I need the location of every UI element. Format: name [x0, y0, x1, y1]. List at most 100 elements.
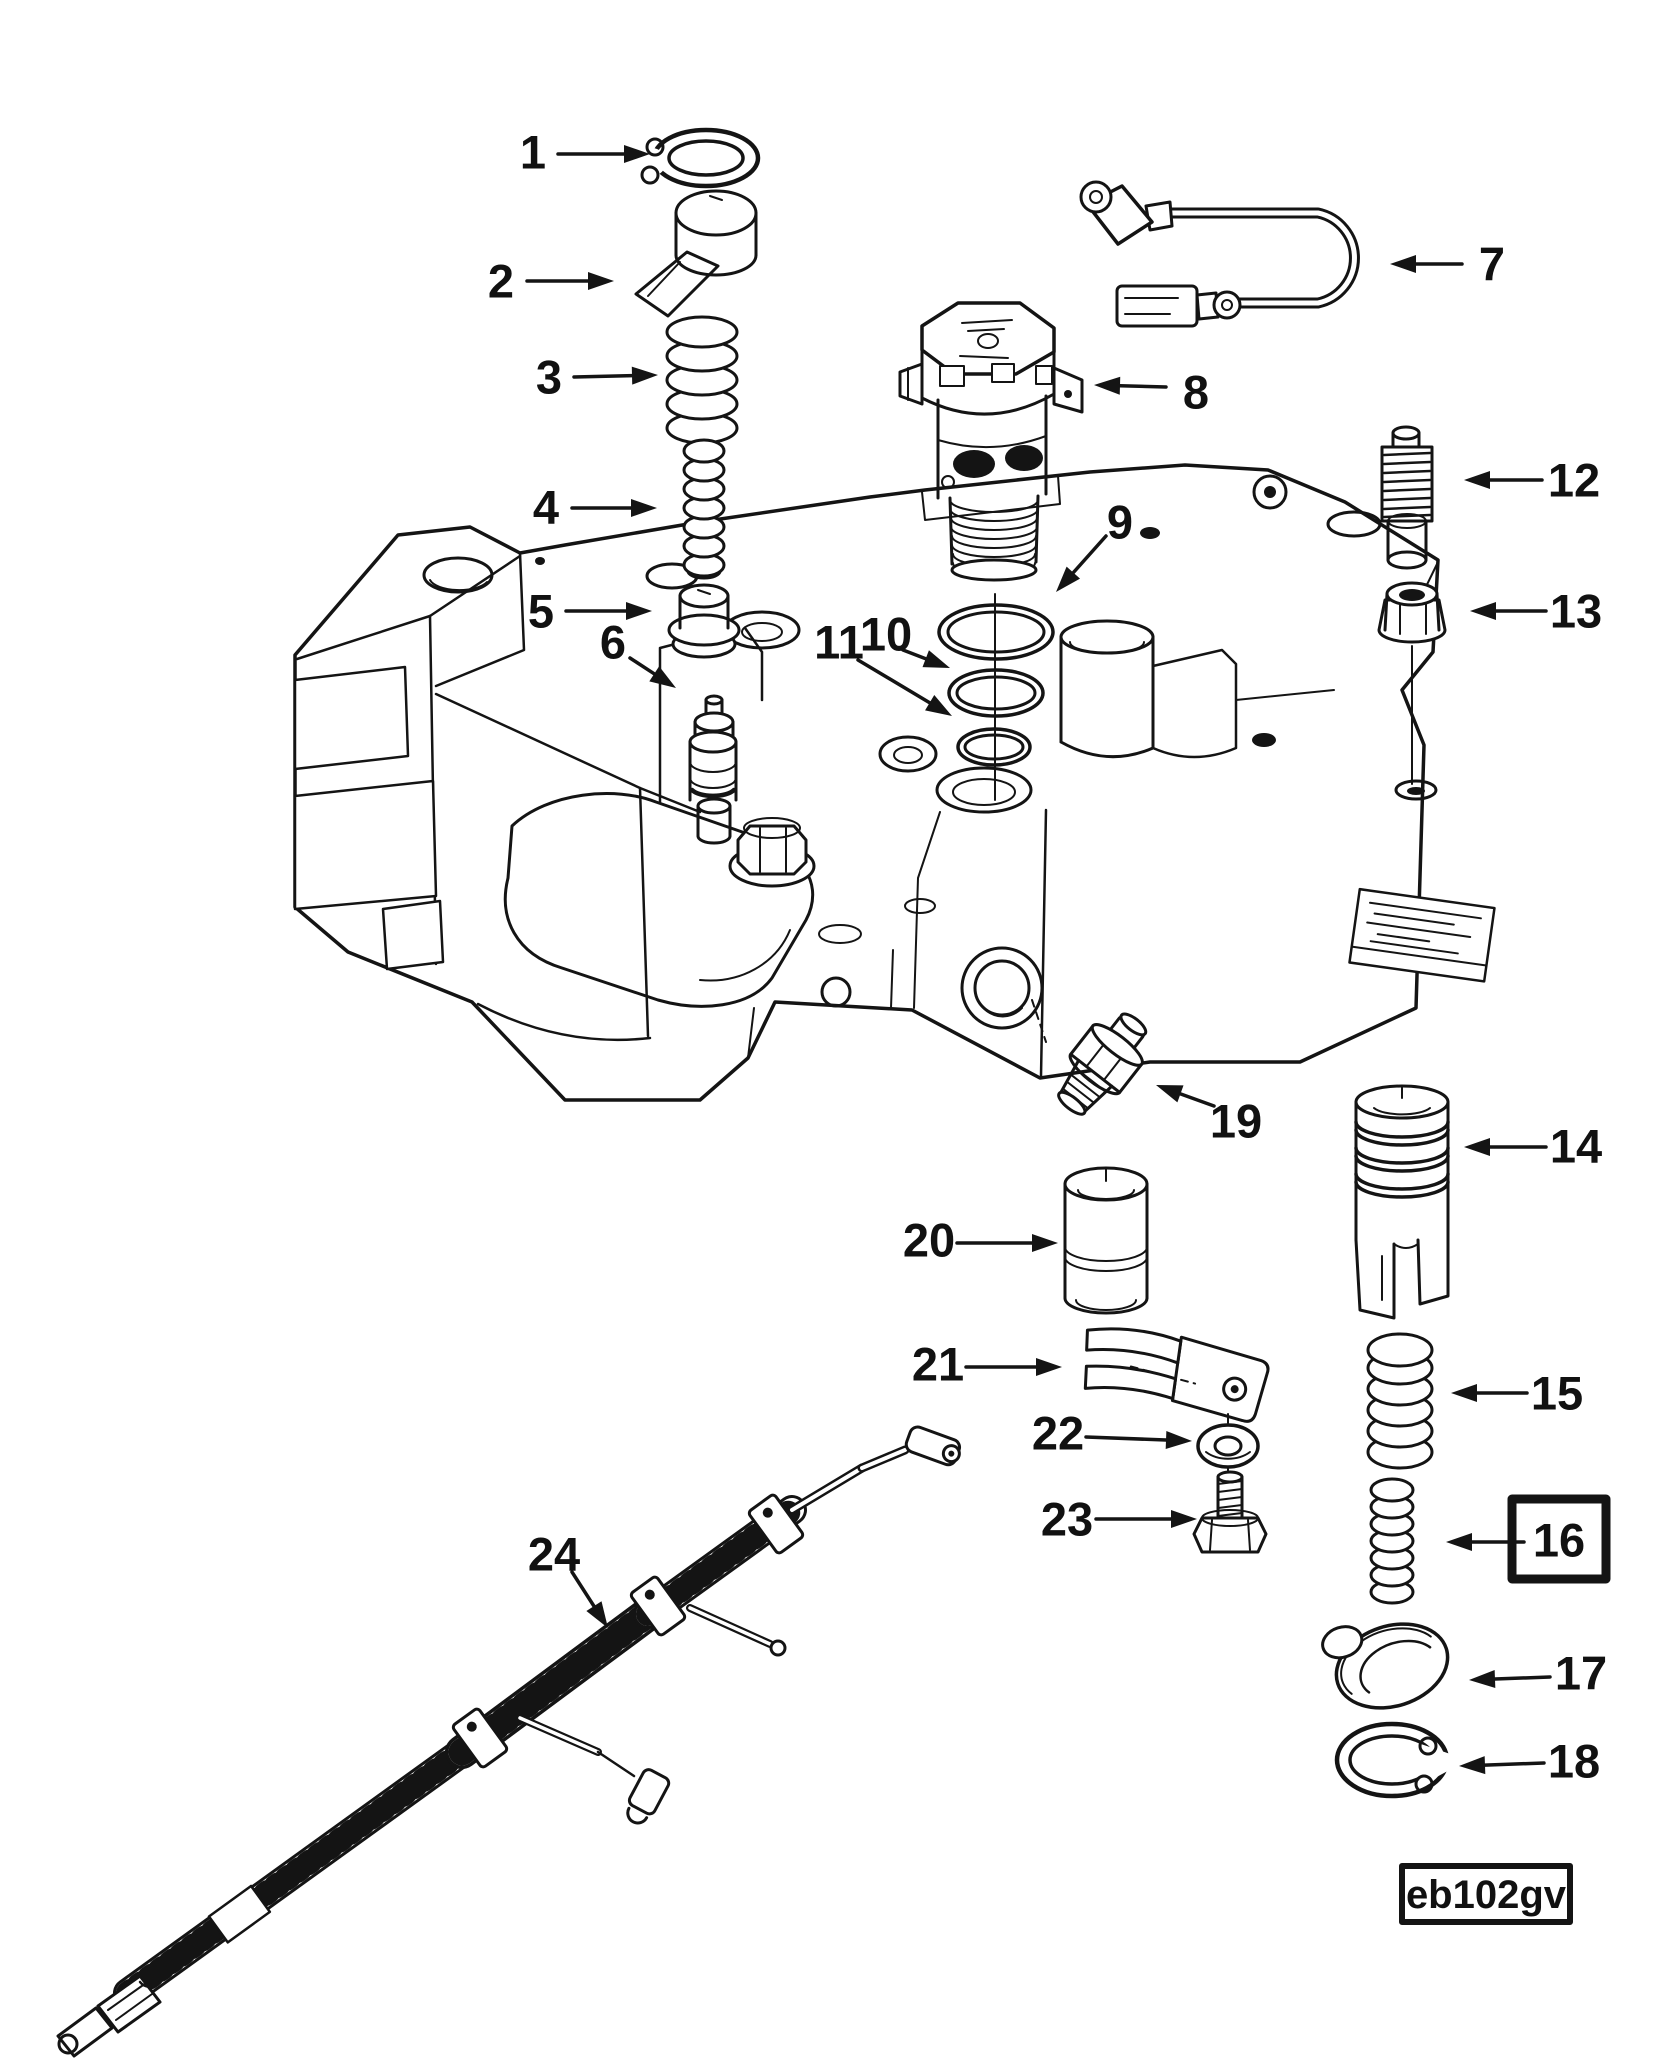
callout-20[interactable]: 20	[903, 1214, 1058, 1267]
callout-13-arrowhead	[1470, 602, 1496, 620]
callout-12-number[interactable]: 12	[1548, 454, 1600, 507]
callout-11-arrowhead	[925, 694, 952, 716]
housing-notch	[293, 665, 410, 771]
callout-12-arrowhead	[1464, 471, 1490, 489]
callout-7-number[interactable]: 7	[1479, 238, 1505, 291]
callout-6-leader	[628, 656, 656, 676]
callout-11-leader	[856, 658, 932, 705]
callout-23-number[interactable]: 23	[1041, 1493, 1093, 1546]
diagram-code: eb102gv	[1399, 1863, 1573, 1925]
callout-22[interactable]: 22	[1032, 1407, 1192, 1460]
callout-9-leader	[1071, 534, 1108, 575]
callout-21[interactable]: 21	[912, 1338, 1062, 1391]
callout-13[interactable]: 13	[1470, 585, 1602, 638]
callout-1-number[interactable]: 1	[520, 126, 546, 179]
part-12-threaded-plug	[1380, 425, 1434, 570]
callout-3-number[interactable]: 3	[536, 351, 562, 404]
harness-branch-elbow	[626, 1768, 671, 1825]
callout-16-arrowhead	[1446, 1533, 1472, 1551]
callout-17[interactable]: 17	[1469, 1647, 1607, 1700]
callout-17-number[interactable]: 17	[1555, 1647, 1607, 1700]
callout-12[interactable]: 12	[1464, 454, 1600, 507]
housing-bolt	[728, 817, 816, 888]
callout-16-number[interactable]: 16	[1533, 1514, 1585, 1567]
callout-14-number[interactable]: 14	[1550, 1120, 1602, 1173]
callout-14[interactable]: 14	[1464, 1120, 1602, 1173]
callout-21-number[interactable]: 21	[912, 1338, 964, 1391]
callout-22-number[interactable]: 22	[1032, 1407, 1084, 1460]
part-4-spring	[682, 438, 726, 580]
callout-23[interactable]: 23	[1041, 1493, 1197, 1546]
callout-15[interactable]: 15	[1451, 1367, 1583, 1420]
callout-19[interactable]: 19	[1156, 1085, 1262, 1148]
part-2-cap-lever	[634, 189, 758, 318]
callout-10[interactable]: 10	[860, 608, 950, 669]
callout-24-number[interactable]: 24	[528, 1528, 580, 1581]
housing-tower	[1059, 619, 1238, 759]
callout-2-arrowhead	[588, 272, 614, 290]
callout-19-number[interactable]: 19	[1210, 1095, 1262, 1148]
part-24-wiring-harness	[56, 1425, 962, 2058]
callout-18-arrowhead	[1459, 1756, 1486, 1775]
callout-18[interactable]: 18	[1459, 1735, 1600, 1788]
callout-1[interactable]: 1	[520, 126, 650, 179]
callout-3-arrowhead	[631, 366, 658, 385]
callout-20-number[interactable]: 20	[903, 1214, 955, 1267]
callout-19-arrowhead	[1156, 1085, 1184, 1103]
callout-5-arrowhead	[626, 602, 652, 620]
callout-5-number[interactable]: 5	[528, 585, 554, 638]
callout-13-number[interactable]: 13	[1550, 585, 1602, 638]
diagram-code-text: eb102gv	[1406, 1873, 1567, 1917]
callout-7[interactable]: 7	[1390, 238, 1505, 291]
callout-2[interactable]: 2	[488, 255, 614, 308]
callout-3-leader	[572, 373, 634, 379]
callout-1-arrowhead	[624, 145, 650, 163]
callout-4[interactable]: 4	[533, 481, 657, 534]
callout-24[interactable]: 24	[528, 1528, 608, 1629]
callout-15-number[interactable]: 15	[1531, 1367, 1583, 1420]
part-18-snap-ring	[1334, 1721, 1468, 1799]
part-16-spring	[1369, 1477, 1415, 1605]
callout-20-arrowhead	[1032, 1234, 1058, 1252]
callout-11-number[interactable]: 11	[814, 616, 864, 669]
highlight-box	[1507, 1494, 1611, 1584]
callout-18-leader	[1483, 1761, 1546, 1767]
housing-notch	[381, 899, 445, 971]
callout-2-number[interactable]: 2	[488, 255, 514, 308]
callout-17-leader	[1493, 1675, 1552, 1681]
callout-10-leader	[901, 648, 928, 661]
callout-9-number[interactable]: 9	[1107, 496, 1133, 549]
callout-11[interactable]: 11	[814, 616, 952, 717]
callout-9-arrowhead	[1056, 566, 1081, 592]
callout-15-arrowhead	[1451, 1384, 1477, 1402]
callout-9[interactable]: 9	[1056, 496, 1133, 593]
callout-17-arrowhead	[1469, 1670, 1496, 1689]
callout-19-leader	[1178, 1092, 1216, 1108]
callout-16[interactable]: 16	[1446, 1514, 1585, 1567]
callout-10-number[interactable]: 10	[860, 608, 912, 661]
housing-notch	[293, 779, 438, 911]
part-19-sensor	[1057, 1012, 1148, 1116]
part-6-valve	[688, 694, 738, 845]
housing-body	[293, 463, 1496, 1102]
part-20-cylinder	[1063, 1166, 1149, 1315]
callout-8-number[interactable]: 8	[1183, 366, 1209, 419]
callout-8[interactable]: 8	[1094, 366, 1209, 419]
part-15-spring	[1366, 1332, 1434, 1470]
callout-6-number[interactable]: 6	[600, 616, 626, 669]
callout-6[interactable]: 6	[600, 616, 676, 689]
callout-3[interactable]: 3	[536, 351, 658, 404]
callout-18-number[interactable]: 18	[1548, 1735, 1600, 1788]
housing-data-plate	[1348, 887, 1496, 983]
callout-21-arrowhead	[1036, 1358, 1062, 1376]
callout-5[interactable]: 5	[528, 585, 652, 638]
part-14-plunger	[1354, 1084, 1450, 1320]
callout-8-arrowhead	[1094, 376, 1121, 395]
part-7-wire-lead	[1079, 180, 1360, 328]
callout-4-number[interactable]: 4	[533, 481, 559, 534]
part-1-snap-ring	[638, 127, 761, 189]
part-21-fork-bracket	[1083, 1327, 1270, 1423]
